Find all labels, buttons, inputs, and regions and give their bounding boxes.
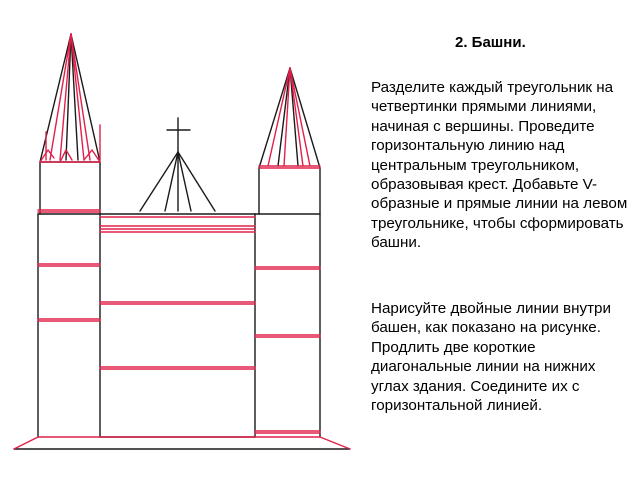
- sketch-lines: [13, 33, 351, 450]
- step-title: 2. Башни.: [455, 34, 526, 51]
- right-spire-guides: [254, 67, 321, 434]
- central-body: [99, 213, 256, 438]
- right-spire: [258, 67, 321, 169]
- instruction-paragraph-2: Нарисуйте двойные линии внутри башен, ка…: [371, 300, 611, 415]
- instruction-paragraph-1: Разделите каждый треугольник на четверти…: [371, 79, 628, 252]
- central-guides: [99, 216, 256, 370]
- base-guides: [13, 436, 351, 450]
- left-spire: [39, 33, 101, 163]
- left-spire-guides: [37, 33, 101, 322]
- central-dome: [139, 117, 216, 212]
- guide-lines: [13, 33, 351, 450]
- left-tower: [37, 161, 101, 438]
- right-tower: [254, 167, 321, 438]
